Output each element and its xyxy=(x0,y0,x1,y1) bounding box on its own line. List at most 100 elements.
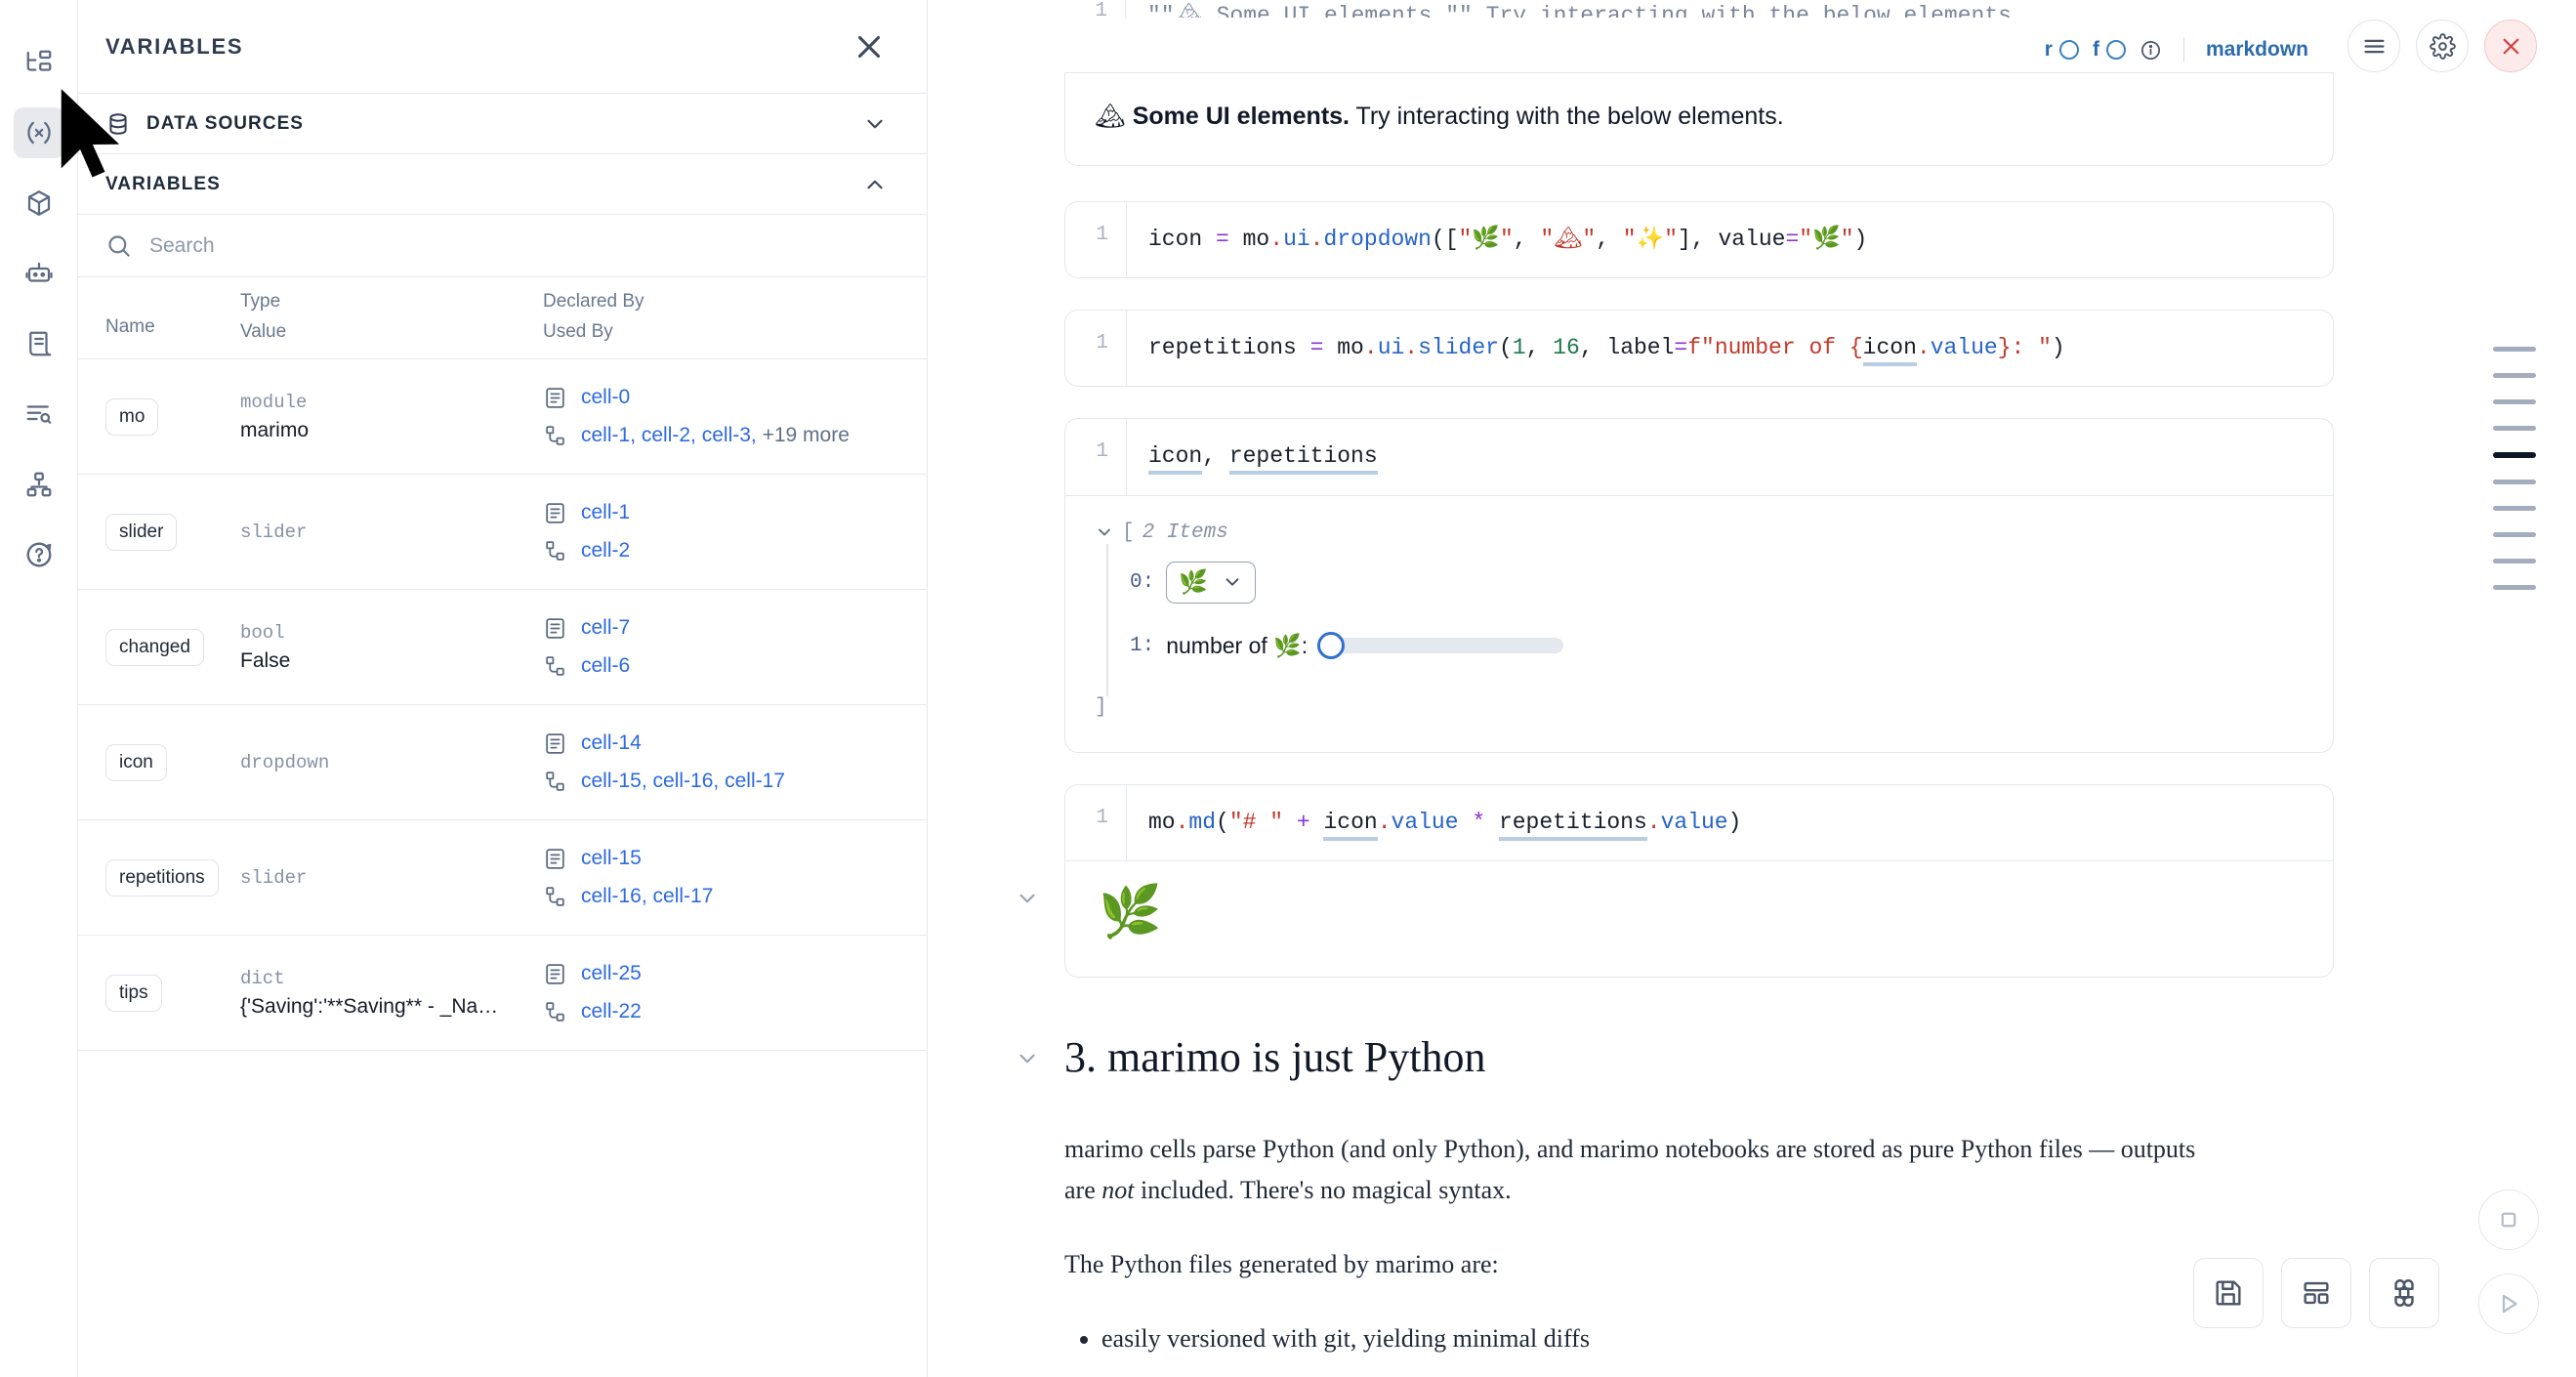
reference-icon xyxy=(546,886,564,906)
badge-r[interactable]: r xyxy=(2045,38,2079,62)
variable-type: module xyxy=(240,391,308,413)
table-row[interactable]: tips dict {'Saving':'**Saving** - _Na… c… xyxy=(78,936,927,1051)
line-number: 1 xyxy=(1096,331,1108,355)
cell-link[interactable]: cell-22 xyxy=(581,1000,642,1022)
slider-label: number of 🌿: xyxy=(1166,632,1309,658)
slider-knob[interactable] xyxy=(1317,632,1346,660)
cell-link[interactable]: cell-17 xyxy=(652,885,714,907)
cell-link[interactable]: cell-2 xyxy=(581,539,631,562)
minimap-bar[interactable] xyxy=(2493,452,2536,458)
variable-cells-cell: cell-25 cell-22 xyxy=(543,962,899,1024)
cell-link[interactable]: cell-3 xyxy=(701,424,751,446)
variables-table: Name Type Value Declared By Used By mo m… xyxy=(78,277,927,1051)
search-input[interactable] xyxy=(149,233,888,258)
cell-icon xyxy=(546,848,564,869)
minimap-bar[interactable] xyxy=(2493,532,2536,537)
cell-menu-button[interactable] xyxy=(2347,20,2400,72)
cell-link[interactable]: cell-6 xyxy=(581,654,631,677)
section-variables[interactable]: VARIABLES xyxy=(78,154,927,215)
minimap-bar[interactable] xyxy=(2493,373,2536,378)
declared-by-links: cell-14 xyxy=(581,731,642,755)
variables-icon[interactable] xyxy=(13,107,64,158)
cell-language-label[interactable]: markdown xyxy=(2205,38,2308,61)
dropdown-input[interactable]: 🌿 xyxy=(1166,561,1257,604)
documentation-icon[interactable] xyxy=(14,318,64,369)
code-text-repetitions[interactable]: repetitions = mo.ui.slider(1, 16, label=… xyxy=(1126,310,2333,387)
cell-link[interactable]: cell-14 xyxy=(581,731,642,754)
cell-link[interactable]: cell-1 xyxy=(581,424,631,446)
cell-link[interactable]: cell-25 xyxy=(581,962,642,984)
leaf-output: 🌿 xyxy=(1099,883,1162,940)
notebook-area: 1 ""🏔 Some UI elements."" Try interactin… xyxy=(928,0,2576,1377)
section-data-sources[interactable]: DATA SOURCES xyxy=(78,94,927,154)
tree-header[interactable]: [ 2 Items xyxy=(1095,522,2304,544)
minimap-bar[interactable] xyxy=(2493,480,2536,484)
slider-input[interactable] xyxy=(1317,632,1564,660)
minimap-bar[interactable] xyxy=(2493,399,2536,404)
used-by-line: cell-15, cell-16, cell-17 xyxy=(543,770,899,794)
cell-link[interactable]: cell-1 xyxy=(581,501,631,523)
collapse-chevron-icon[interactable] xyxy=(1011,1042,1044,1075)
command-palette-button[interactable] xyxy=(2369,1258,2439,1328)
cell-link[interactable]: cell-0 xyxy=(581,386,631,408)
dependency-graph-icon[interactable] xyxy=(14,459,64,510)
variable-name-chip[interactable]: tips xyxy=(105,974,162,1012)
cell-link[interactable]: cell-16 xyxy=(652,770,714,792)
variables-panel: VARIABLES DATA SOURCES VARIABLES Na xyxy=(78,0,928,1377)
table-row[interactable]: changed bool False cell-7 cell-6 xyxy=(78,590,927,705)
help-icon[interactable] xyxy=(14,529,64,580)
variable-name-chip[interactable]: repetitions xyxy=(105,858,219,897)
cell-link[interactable]: cell-2 xyxy=(641,424,691,446)
cell-link[interactable]: cell-16 xyxy=(581,885,642,907)
variable-name-chip[interactable]: mo xyxy=(105,397,159,436)
layout-button[interactable] xyxy=(2281,1258,2351,1328)
table-row[interactable]: mo module marimo cell-0 cell-1, cell-2, … xyxy=(78,359,927,475)
cell-settings-button[interactable] xyxy=(2416,20,2469,72)
declared-by-links: cell-7 xyxy=(581,616,630,640)
minimap-bar[interactable] xyxy=(2493,506,2536,511)
code-cell-repetitions[interactable]: 1 repetitions = mo.ui.slider(1, 16, labe… xyxy=(1064,309,2334,388)
interrupt-button[interactable] xyxy=(2478,1189,2539,1250)
leaf-emoji-icon: 🌿 xyxy=(1179,568,1209,596)
cell-link[interactable]: cell-17 xyxy=(725,770,785,792)
truncated-code-text: ""🏔 Some UI elements."" Try interacting … xyxy=(1125,0,2334,18)
save-button[interactable] xyxy=(2193,1258,2264,1328)
close-icon[interactable] xyxy=(851,28,888,65)
run-button[interactable] xyxy=(2478,1273,2539,1334)
chat-bot-icon[interactable] xyxy=(14,248,64,299)
cell-link[interactable]: cell-7 xyxy=(581,616,631,639)
badge-f[interactable]: f xyxy=(2093,38,2126,62)
code-cell-display[interactable]: 1 icon, repetitions xyxy=(1065,419,2333,496)
outline-search-icon[interactable] xyxy=(14,389,64,439)
code-cell-md[interactable]: 1 mo.md("# " + icon.value * repetitions.… xyxy=(1065,784,2333,861)
table-row[interactable]: repetitions slider cell-15 cell-16, cell… xyxy=(78,820,927,936)
variable-name-chip[interactable]: changed xyxy=(105,628,204,666)
cell-icon xyxy=(546,387,564,408)
cell-link[interactable]: cell-15 xyxy=(581,770,642,792)
variable-name-chip[interactable]: slider xyxy=(105,513,178,551)
file-explorer-icon[interactable] xyxy=(14,37,64,88)
table-row[interactable]: icon dropdown cell-14 cell-15, cell-16, … xyxy=(78,705,927,820)
run-controls xyxy=(2478,1189,2539,1334)
variable-type-cell: dict {'Saving':'**Saving** - _Na… xyxy=(240,968,543,1019)
minimap[interactable] xyxy=(2480,347,2549,590)
declared-by-line: cell-15 xyxy=(543,847,899,871)
minimap-bar[interactable] xyxy=(2493,426,2536,431)
code-text-icon[interactable]: icon = mo.ui.dropdown(["🌿", "🏔", "✨"], v… xyxy=(1126,201,2333,277)
code-cell-icon[interactable]: 1 icon = mo.ui.dropdown(["🌿", "🏔", "✨"],… xyxy=(1064,200,2334,278)
markdown-output-box: 🏔 Some UI elements. Try interacting with… xyxy=(1064,73,2334,166)
collapse-chevron-icon[interactable] xyxy=(1011,882,1044,915)
minimap-bar[interactable] xyxy=(2493,347,2536,352)
minimap-bar[interactable] xyxy=(2493,585,2536,590)
cell-link[interactable]: cell-15 xyxy=(581,847,642,869)
more-cells-label[interactable]: +19 more xyxy=(762,424,850,446)
cell-delete-button[interactable] xyxy=(2484,20,2537,72)
table-row[interactable]: slider slider cell-1 cell-2 xyxy=(78,475,927,590)
variable-name-chip[interactable]: icon xyxy=(105,743,167,781)
used-by-links: cell-16, cell-17 xyxy=(581,885,714,907)
packages-icon[interactable] xyxy=(14,178,64,229)
minimap-bar[interactable] xyxy=(2493,559,2536,563)
code-text-md[interactable]: mo.md("# " + icon.value * repetitions.va… xyxy=(1126,784,2333,860)
tree-output: [ 2 Items 0: 🌿 1: num xyxy=(1065,496,2333,752)
code-text-display[interactable]: icon, repetitions xyxy=(1126,419,2333,495)
